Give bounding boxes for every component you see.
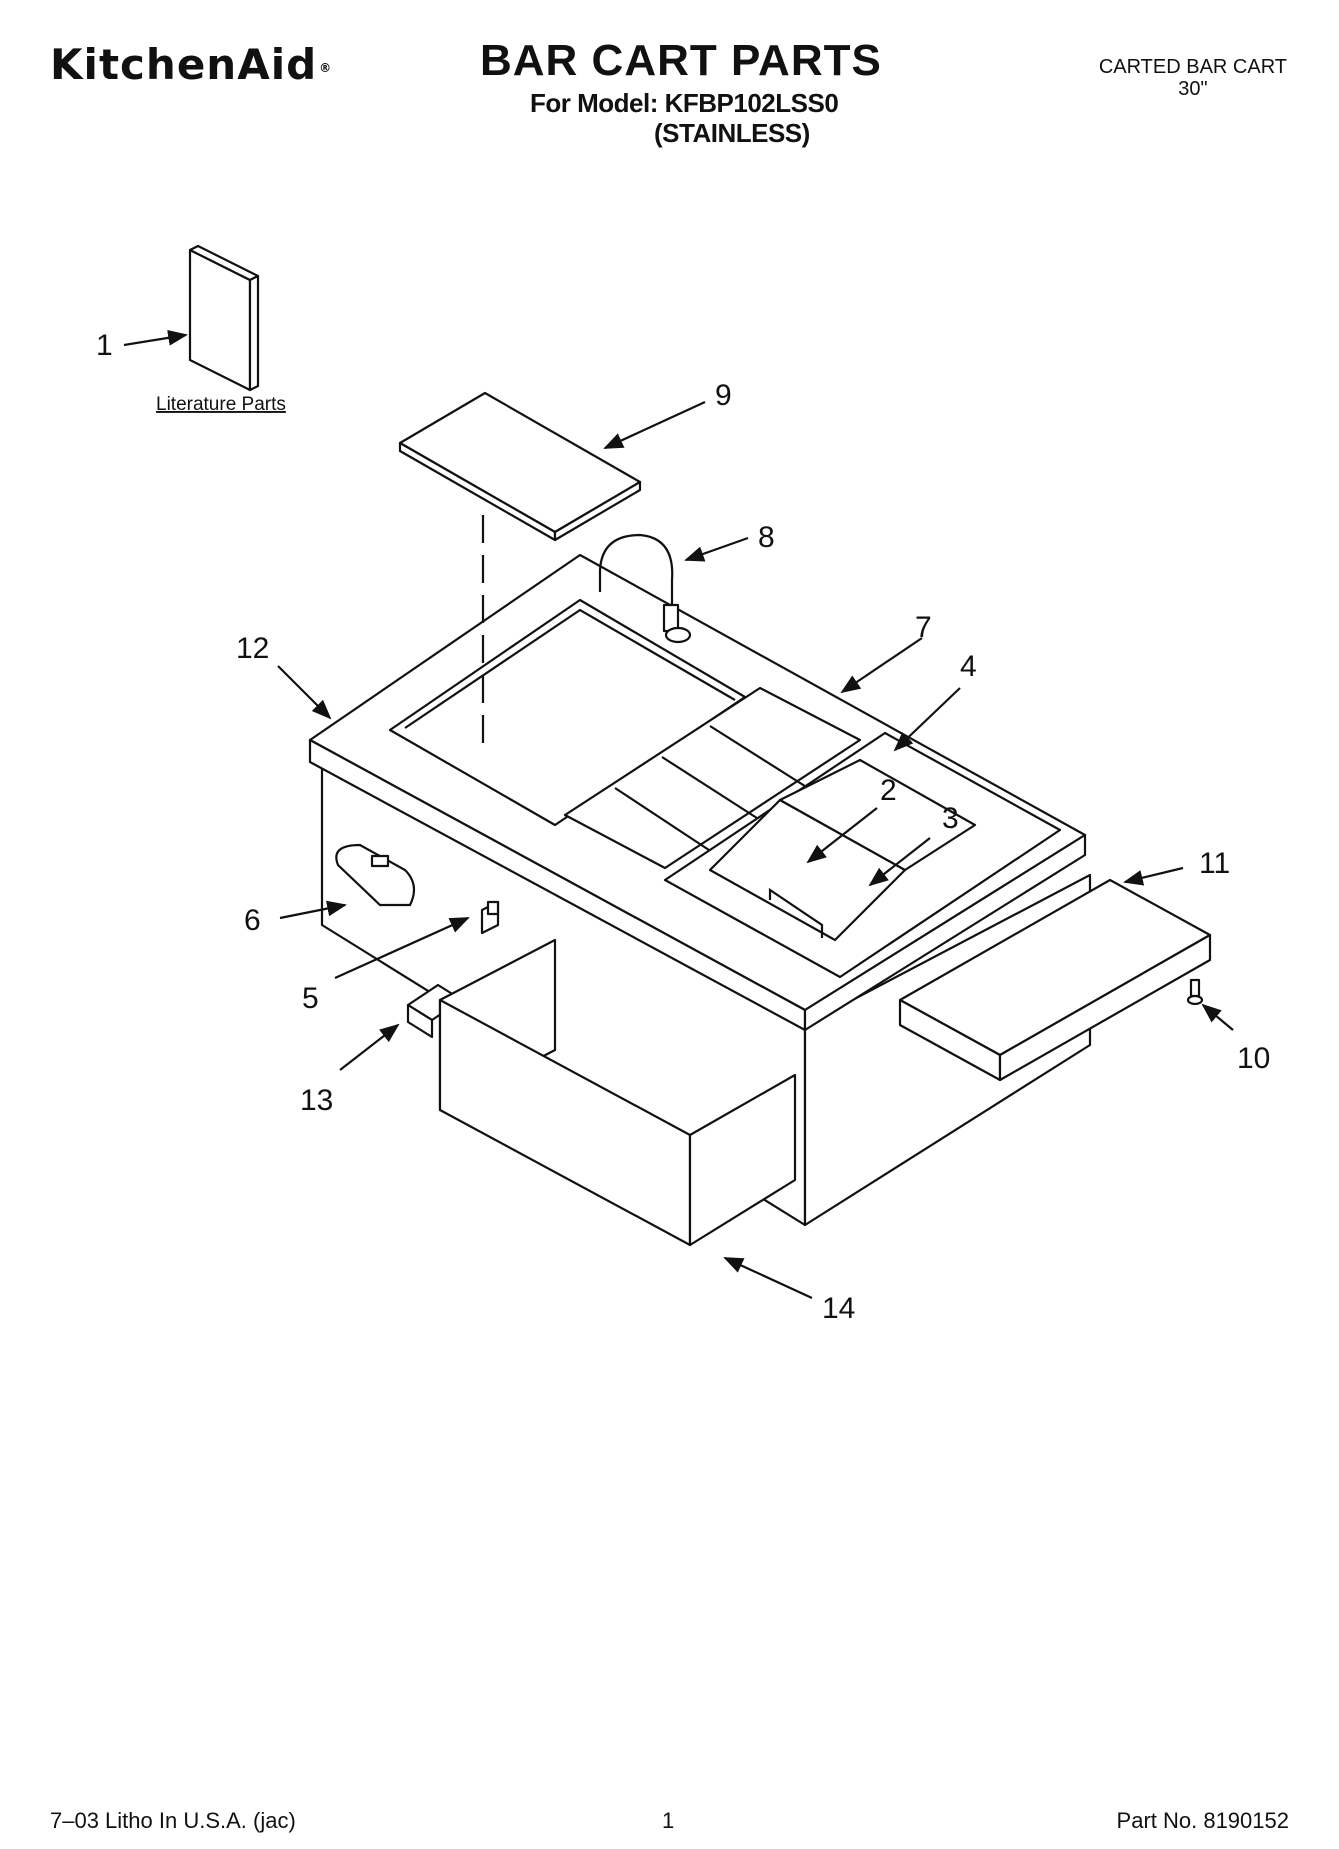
product-size: 30" (1178, 78, 1208, 100)
mounting-bracket (480, 900, 500, 935)
callout-1: 1 (96, 329, 113, 362)
faucet (598, 533, 692, 644)
callout-9: 9 (715, 379, 732, 412)
registered-mark: ® (319, 60, 333, 75)
side-shelf (898, 878, 1212, 1082)
drawer-back (406, 983, 464, 1039)
callout-13: 13 (300, 1084, 333, 1117)
product-name: CARTED BAR CART (1098, 56, 1287, 78)
print-info: 7–03 Litho In U.S.A. (jac) (50, 1808, 296, 1833)
cutting-board (398, 391, 642, 542)
brand-logo: KitchenAid® (50, 40, 332, 89)
callout-10: 10 (1237, 1042, 1270, 1075)
callout-8: 8 (758, 521, 775, 554)
callout-6: 6 (244, 904, 261, 937)
brand-name: KitchenAid (50, 40, 318, 89)
callout-14: 14 (822, 1292, 855, 1325)
callout-3: 3 (942, 802, 959, 835)
counter-top (308, 553, 1087, 1032)
literature-booklet (188, 244, 260, 392)
leader-arrows (123, 330, 1234, 1299)
variant-line: (STAINLESS) (654, 118, 810, 148)
drawer (438, 938, 797, 1247)
screw (1186, 978, 1204, 1006)
callout-5: 5 (302, 982, 319, 1015)
part-number: Part No. 8190152 (1116, 1808, 1289, 1833)
callout-2: 2 (880, 774, 897, 807)
callout-4: 4 (960, 650, 977, 683)
towel-bar (335, 843, 416, 907)
page-number: 1 (662, 1808, 675, 1833)
callout-12: 12 (236, 632, 269, 665)
page-title: BAR CART PARTS (480, 36, 882, 85)
literature-parts-label: Literature Parts (156, 394, 286, 415)
product-info: CARTED BAR CART 30" (1099, 56, 1287, 100)
callout-7: 7 (915, 611, 932, 644)
model-line: For Model: KFBP102LSS0 (530, 88, 839, 118)
callout-11: 11 (1199, 847, 1230, 880)
